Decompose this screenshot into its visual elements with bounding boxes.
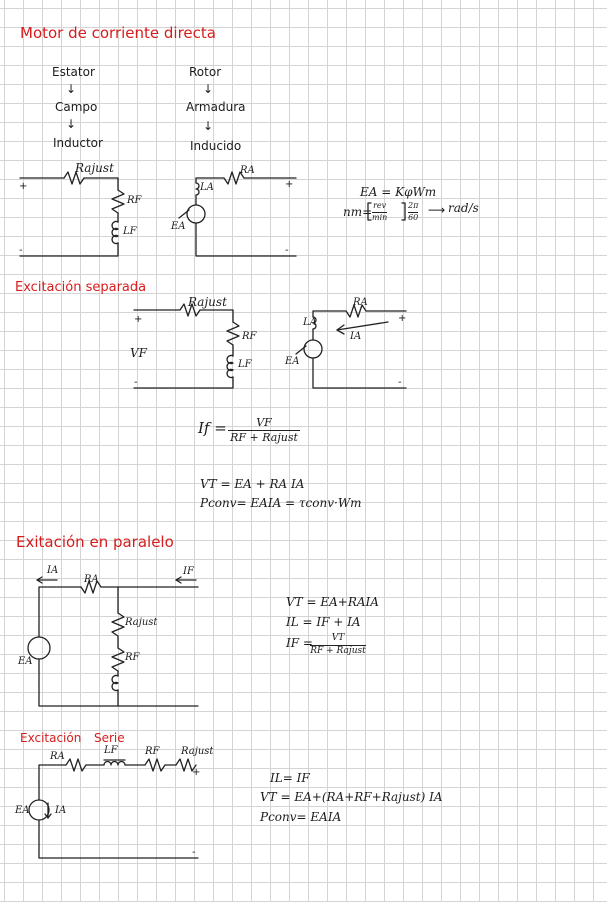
field-plus-sign: + [19, 181, 28, 192]
two-pi-fraction: 2π 60 [408, 201, 419, 223]
ea-label: EA [18, 656, 33, 667]
field-minus-sign: - [19, 245, 23, 256]
armature-label: Armadura [186, 100, 246, 114]
ea-label: EA [171, 221, 186, 232]
rev-min-fraction: rev min [372, 201, 388, 223]
rad-s-units: rad/s [448, 201, 479, 215]
down-arrow-icon: ↓ [203, 119, 214, 133]
minus-sign: - [192, 847, 196, 858]
lf-label: LF [123, 226, 137, 237]
page-title: Motor de corriente directa [20, 24, 216, 42]
lf-label: LF [104, 745, 118, 756]
field-circuit-1 [19, 171, 125, 257]
ea-formula: EA = KφWm [360, 185, 437, 199]
ra-label: RA [353, 297, 368, 308]
rf-label: RF [127, 195, 142, 206]
vt-equation: VT = EA+RAIA [286, 595, 379, 609]
il-equation: IL = IF + IA [286, 615, 361, 629]
circuit-serie [28, 758, 199, 859]
pconv-equation: Pconv= EAIA = τconv·Wm [200, 496, 362, 510]
rajust-label: Rajust [75, 161, 114, 175]
ra-label: RA [50, 751, 65, 762]
la-label: LA [200, 182, 214, 193]
if-fraction: VF RF + Rajust [228, 416, 300, 445]
min-text: min [372, 212, 388, 222]
ea-label: EA [285, 356, 300, 367]
if-denominator: RF + Rajust [310, 645, 366, 656]
circuit-paralelo [27, 576, 199, 707]
two-pi-text: 2π [408, 201, 419, 210]
ia-label: IA [55, 805, 67, 816]
rajust-label: Rajust [188, 295, 227, 309]
fraction-bar [228, 430, 300, 432]
rev-text: rev [373, 201, 387, 210]
field-minus-sign: - [134, 377, 138, 388]
sixty-text: 60 [408, 212, 419, 222]
plus-sign: + [192, 767, 201, 778]
field-circuit-separada [133, 303, 240, 389]
fraction-bar [408, 211, 419, 213]
armature-minus-sign: - [398, 377, 402, 388]
rotor-label: Rotor [189, 65, 222, 79]
ra-label: RA [240, 165, 255, 176]
heading-serie-a: Excitación [20, 731, 82, 745]
induced-label: Inducido [190, 139, 242, 153]
armature-plus-sign: + [398, 313, 407, 324]
ia-label: IA [350, 331, 362, 342]
il-equation: IL= IF [270, 771, 310, 785]
fraction-bar [310, 644, 366, 646]
nm-lhs: nm= [343, 205, 373, 219]
armature-plus-sign: + [285, 179, 294, 190]
armature-minus-sign: - [285, 245, 289, 256]
lf-label: LF [238, 359, 252, 370]
heading-serie-b: Serie [94, 731, 125, 745]
down-arrow-icon: ↓ [66, 117, 77, 131]
nm-bracket [367, 202, 406, 221]
stator-label: Estator [52, 65, 95, 79]
if-denominator: RF + Rajust [230, 431, 298, 445]
if-numerator: VT [331, 633, 345, 643]
heading-paralelo: Exitación en paralelo [16, 533, 174, 551]
if-label: IF [183, 566, 194, 577]
heading-separada: Excitación separada [15, 280, 147, 295]
ea-label: EA [15, 805, 30, 816]
inductor-label: Inductor [53, 136, 103, 150]
pconv-equation: Pconv= EAIA [260, 810, 342, 824]
rajust-label: Rajust [181, 746, 214, 757]
rf-label: RF [242, 331, 257, 342]
if-numerator: VF [256, 416, 272, 429]
field-plus-sign: + [134, 314, 143, 325]
down-arrow-icon: ↓ [203, 82, 214, 96]
field-label: Campo [55, 100, 98, 114]
right-arrow-icon: ⟶ [428, 203, 446, 217]
armature-circuit-1 [178, 171, 297, 257]
rf-label: RF [145, 746, 160, 757]
armature-circuit-separada [295, 304, 407, 389]
if-fraction: VT RF + Rajust [310, 633, 366, 657]
vt-equation: VT = EA + RA IA [200, 477, 305, 491]
if-lhs: IF = [286, 636, 313, 650]
down-arrow-icon: ↓ [66, 82, 77, 96]
rajust-label: Rajust [125, 617, 158, 628]
rf-label: RF [125, 652, 140, 663]
ia-label: IA [47, 565, 59, 576]
fraction-bar [372, 211, 388, 213]
vf-label: VF [130, 346, 147, 360]
if-lhs: If = [198, 419, 227, 437]
ra-label: RA [84, 574, 99, 585]
vt-equation: VT = EA+(RA+RF+Rajust) IA [260, 790, 443, 804]
la-label: LA [303, 317, 317, 328]
